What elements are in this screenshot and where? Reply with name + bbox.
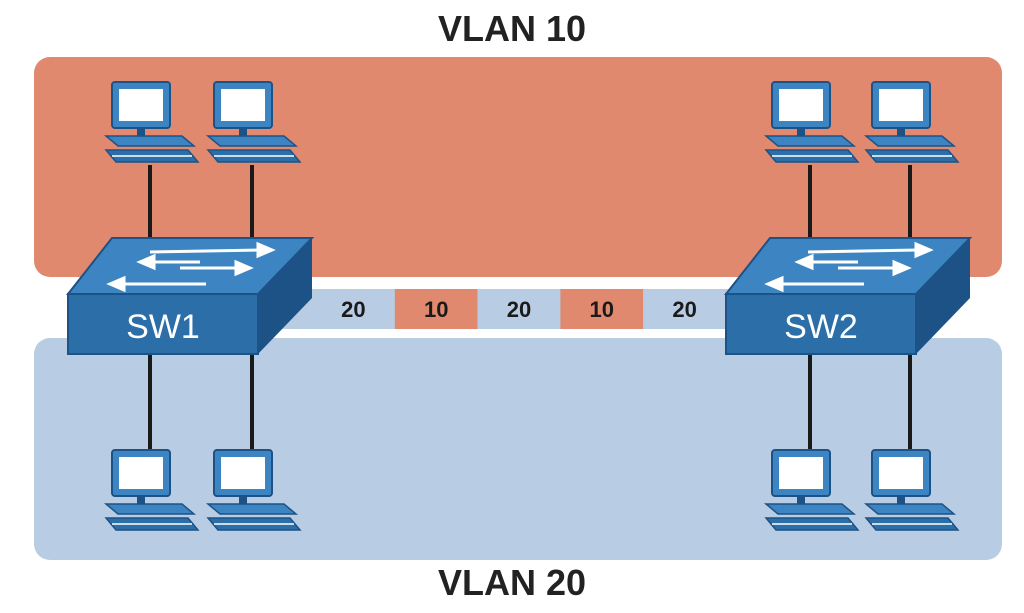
- vlan10-region: [34, 57, 1002, 277]
- switch-sw2: SW2: [723, 237, 973, 355]
- switch-arrows-icon: [106, 241, 276, 293]
- trunk-segment-label: 10: [590, 297, 614, 322]
- switch-label-sw1: SW1: [126, 308, 200, 346]
- vlan10-title: VLAN 10: [437, 8, 587, 49]
- switch-label-sw2: SW2: [784, 308, 858, 346]
- trunk-segment-label: 20: [507, 297, 531, 322]
- trunk-segment: [477, 289, 561, 329]
- trunk-segment: [312, 289, 395, 329]
- vlan20-title: VLAN 20: [437, 562, 587, 603]
- trunk-segment-label: 20: [341, 297, 365, 322]
- trunk-segment-label: 10: [424, 297, 448, 322]
- switch-side-face: [258, 238, 312, 354]
- trunk-segments: 20 10 20 10 20: [312, 289, 726, 329]
- trunk-segment: [394, 289, 478, 329]
- cables: [148, 165, 912, 452]
- switch-front-face: [725, 293, 917, 355]
- trunk-segment: [560, 289, 644, 329]
- switch-side-face: [916, 238, 970, 354]
- switch-sw1: SW1: [65, 237, 315, 355]
- trunk-segment: [643, 289, 726, 329]
- trunk-segment-label: 20: [672, 297, 696, 322]
- switch-arrows-icon: [764, 241, 934, 293]
- switch-front-face: [67, 293, 259, 355]
